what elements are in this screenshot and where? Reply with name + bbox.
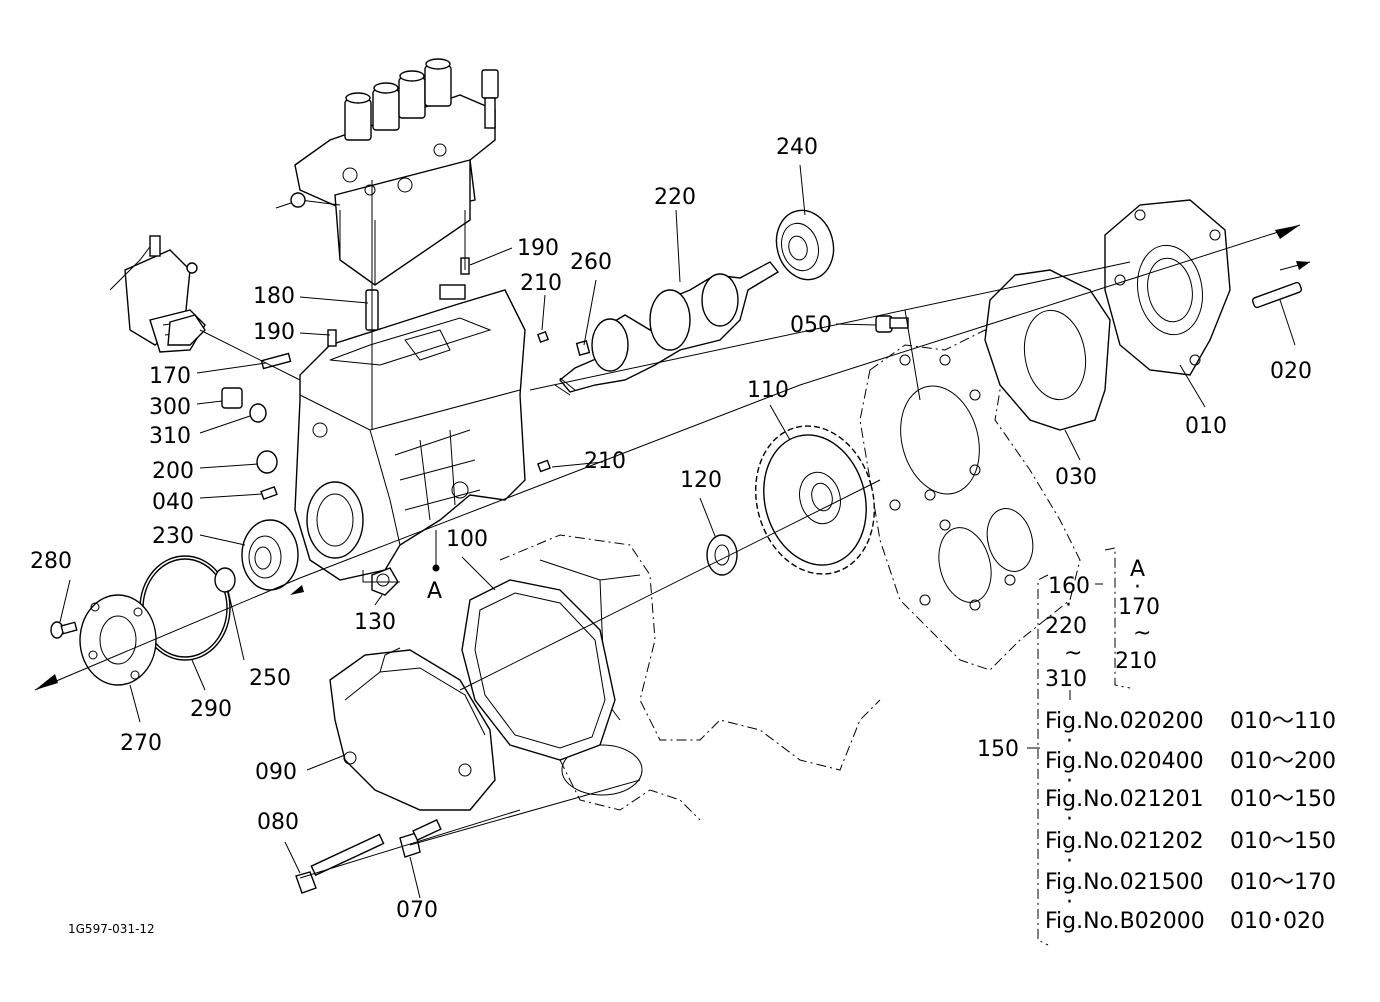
callout-190-upper: 190 xyxy=(517,236,559,261)
svg-text:·: · xyxy=(1066,729,1073,754)
group-left-mid: 220 xyxy=(1045,614,1087,639)
callout-010: 010 xyxy=(1185,414,1227,439)
fig-ref-6-range: 010･020 xyxy=(1230,909,1325,934)
fig-ref-4-range: 010～150 xyxy=(1230,829,1336,854)
screw-280 xyxy=(50,621,78,639)
callout-040: 040 xyxy=(152,490,194,515)
group-bracket xyxy=(1037,547,1131,946)
group-left-bottom: 310 xyxy=(1045,667,1087,692)
callout-250: 250 xyxy=(249,666,291,691)
cover-plate-270 xyxy=(79,594,157,686)
callout-280: 280 xyxy=(30,549,72,574)
callout-200: 200 xyxy=(152,459,194,484)
callout-190-lower: 190 xyxy=(253,320,295,345)
engine-block-outline xyxy=(859,329,1081,671)
drawing-code: 1G597-031-12 xyxy=(68,922,155,936)
bolt-050 xyxy=(875,315,909,333)
bearing-240 xyxy=(775,209,835,281)
callout-300: 300 xyxy=(149,395,191,420)
drive-gear xyxy=(755,425,875,575)
fig-ref-1-name[interactable]: Fig.No.020200 xyxy=(1045,709,1204,734)
leader-lines xyxy=(59,164,1296,899)
stud-020 xyxy=(1251,281,1303,309)
delivery-valve-holders xyxy=(344,58,452,141)
injection-pump xyxy=(275,58,499,286)
banjo-connector xyxy=(167,314,206,346)
bearing-230 xyxy=(241,519,299,591)
cover-090 xyxy=(329,647,496,811)
callout-240: 240 xyxy=(776,135,818,160)
assembly-axes xyxy=(34,180,1311,879)
gasket-030 xyxy=(984,269,1111,431)
svg-text:·: · xyxy=(1066,890,1073,915)
callout-030: 030 xyxy=(1055,465,1097,490)
group-left-dot: · xyxy=(1065,593,1072,618)
fig-ref-3-name[interactable]: Fig.No.021201 xyxy=(1045,787,1204,812)
group-right-top: A xyxy=(1130,557,1145,582)
callout-290: 290 xyxy=(190,697,232,722)
cover-010 xyxy=(1104,199,1231,376)
point-a-label: A xyxy=(427,579,442,604)
fig-ref-5-name[interactable]: Fig.No.021500 xyxy=(1045,870,1204,895)
figure-reference-list: Fig.No.020200 010～110 · Fig.No.020400 01… xyxy=(1045,709,1336,934)
group-right-tilde: ~ xyxy=(1133,621,1151,646)
group-right-mid: 170 xyxy=(1118,595,1160,620)
callout-070: 070 xyxy=(396,898,438,923)
callout-labels: 240 220 190 260 210 180 190 170 300 310 … xyxy=(30,135,1312,923)
callout-220: 220 xyxy=(654,185,696,210)
group-left-tilde: ~ xyxy=(1064,641,1082,666)
group-right-bottom: 210 xyxy=(1115,649,1157,674)
fig-ref-5-range: 010～170 xyxy=(1230,870,1336,895)
callout-180: 180 xyxy=(253,284,295,309)
callout-120: 120 xyxy=(680,468,722,493)
group-left-top: 160 xyxy=(1048,574,1090,599)
fig-ref-1-range: 010～110 xyxy=(1230,709,1336,734)
svg-text:·: · xyxy=(1066,849,1073,874)
callout-100: 100 xyxy=(446,527,488,552)
fig-ref-2-range: 010～200 xyxy=(1230,749,1336,774)
callout-230: 230 xyxy=(152,524,194,549)
collar-120 xyxy=(706,534,738,576)
callout-080: 080 xyxy=(257,810,299,835)
pump-housing xyxy=(294,284,526,581)
callout-020: 020 xyxy=(1270,359,1312,384)
callout-270: 270 xyxy=(120,731,162,756)
fig-ref-2-name[interactable]: Fig.No.020400 xyxy=(1045,749,1204,774)
fig-ref-4-name[interactable]: Fig.No.021202 xyxy=(1045,829,1204,854)
callout-170: 170 xyxy=(149,364,191,389)
callout-210-lower: 210 xyxy=(584,449,626,474)
callout-050: 050 xyxy=(790,313,832,338)
snap-ring-250 xyxy=(214,567,236,593)
callout-130: 130 xyxy=(354,610,396,635)
callout-150: 150 xyxy=(977,737,1019,762)
fig-ref-6-name[interactable]: Fig.No.B02000 xyxy=(1045,909,1205,934)
callout-210-upper: 210 xyxy=(520,271,562,296)
gasket-100 xyxy=(461,579,616,761)
camshaft xyxy=(554,261,780,396)
callout-090: 090 xyxy=(255,760,297,785)
callout-310: 310 xyxy=(149,424,191,449)
fig-ref-3-range: 010～150 xyxy=(1230,787,1336,812)
callout-110: 110 xyxy=(747,378,789,403)
group-right-dot: · xyxy=(1134,575,1141,600)
svg-text:·: · xyxy=(1066,807,1073,832)
svg-text:·: · xyxy=(1066,769,1073,794)
callout-260: 260 xyxy=(570,250,612,275)
